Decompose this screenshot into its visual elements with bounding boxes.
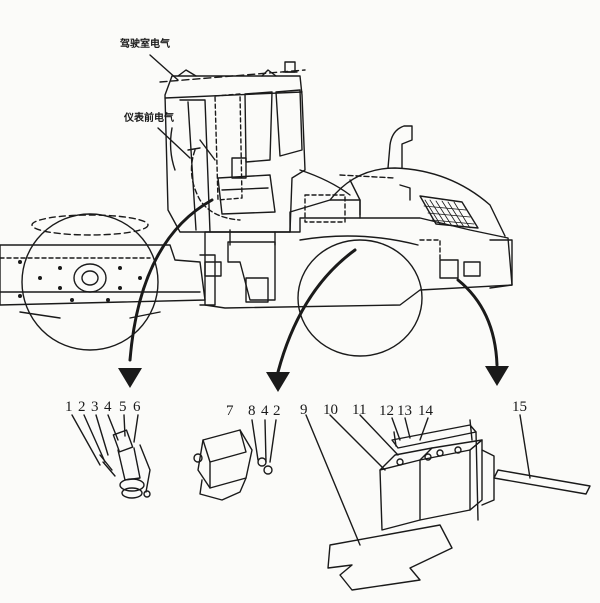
arrow-head-right bbox=[485, 366, 509, 386]
label-dashboard-electrical: 仪表前电气 bbox=[124, 113, 174, 124]
part-number: 8 bbox=[248, 403, 256, 419]
part-number: 10 bbox=[323, 402, 338, 418]
part-number: 2 bbox=[78, 399, 86, 415]
road-roller bbox=[0, 61, 513, 357]
leader-cab bbox=[149, 54, 179, 81]
part-number: 3 bbox=[91, 399, 99, 415]
arrow-head-left bbox=[118, 368, 142, 388]
battery-master-switch bbox=[71, 414, 151, 499]
part-number: 6 bbox=[133, 399, 141, 415]
part-number: 7 bbox=[226, 403, 234, 419]
battery-assembly bbox=[305, 414, 591, 591]
part-number: 4 bbox=[104, 399, 112, 415]
leader-dash bbox=[157, 127, 191, 159]
part-number: 5 bbox=[119, 399, 127, 415]
label-cab-electrical: 驾驶室电气 bbox=[120, 39, 170, 50]
part-number: 12 bbox=[379, 403, 394, 419]
part-number: 9 bbox=[300, 402, 308, 418]
part-number: 11 bbox=[352, 402, 367, 418]
relay bbox=[193, 419, 277, 501]
part-number: 2 bbox=[273, 403, 281, 419]
part-number: 4 bbox=[261, 403, 269, 419]
part-number: 13 bbox=[397, 403, 412, 419]
arrow-head-mid bbox=[266, 372, 290, 392]
part-number: 14 bbox=[418, 403, 433, 419]
part-number: 15 bbox=[512, 399, 527, 415]
pointer-arrows bbox=[128, 198, 499, 374]
part-number: 1 bbox=[65, 399, 73, 415]
